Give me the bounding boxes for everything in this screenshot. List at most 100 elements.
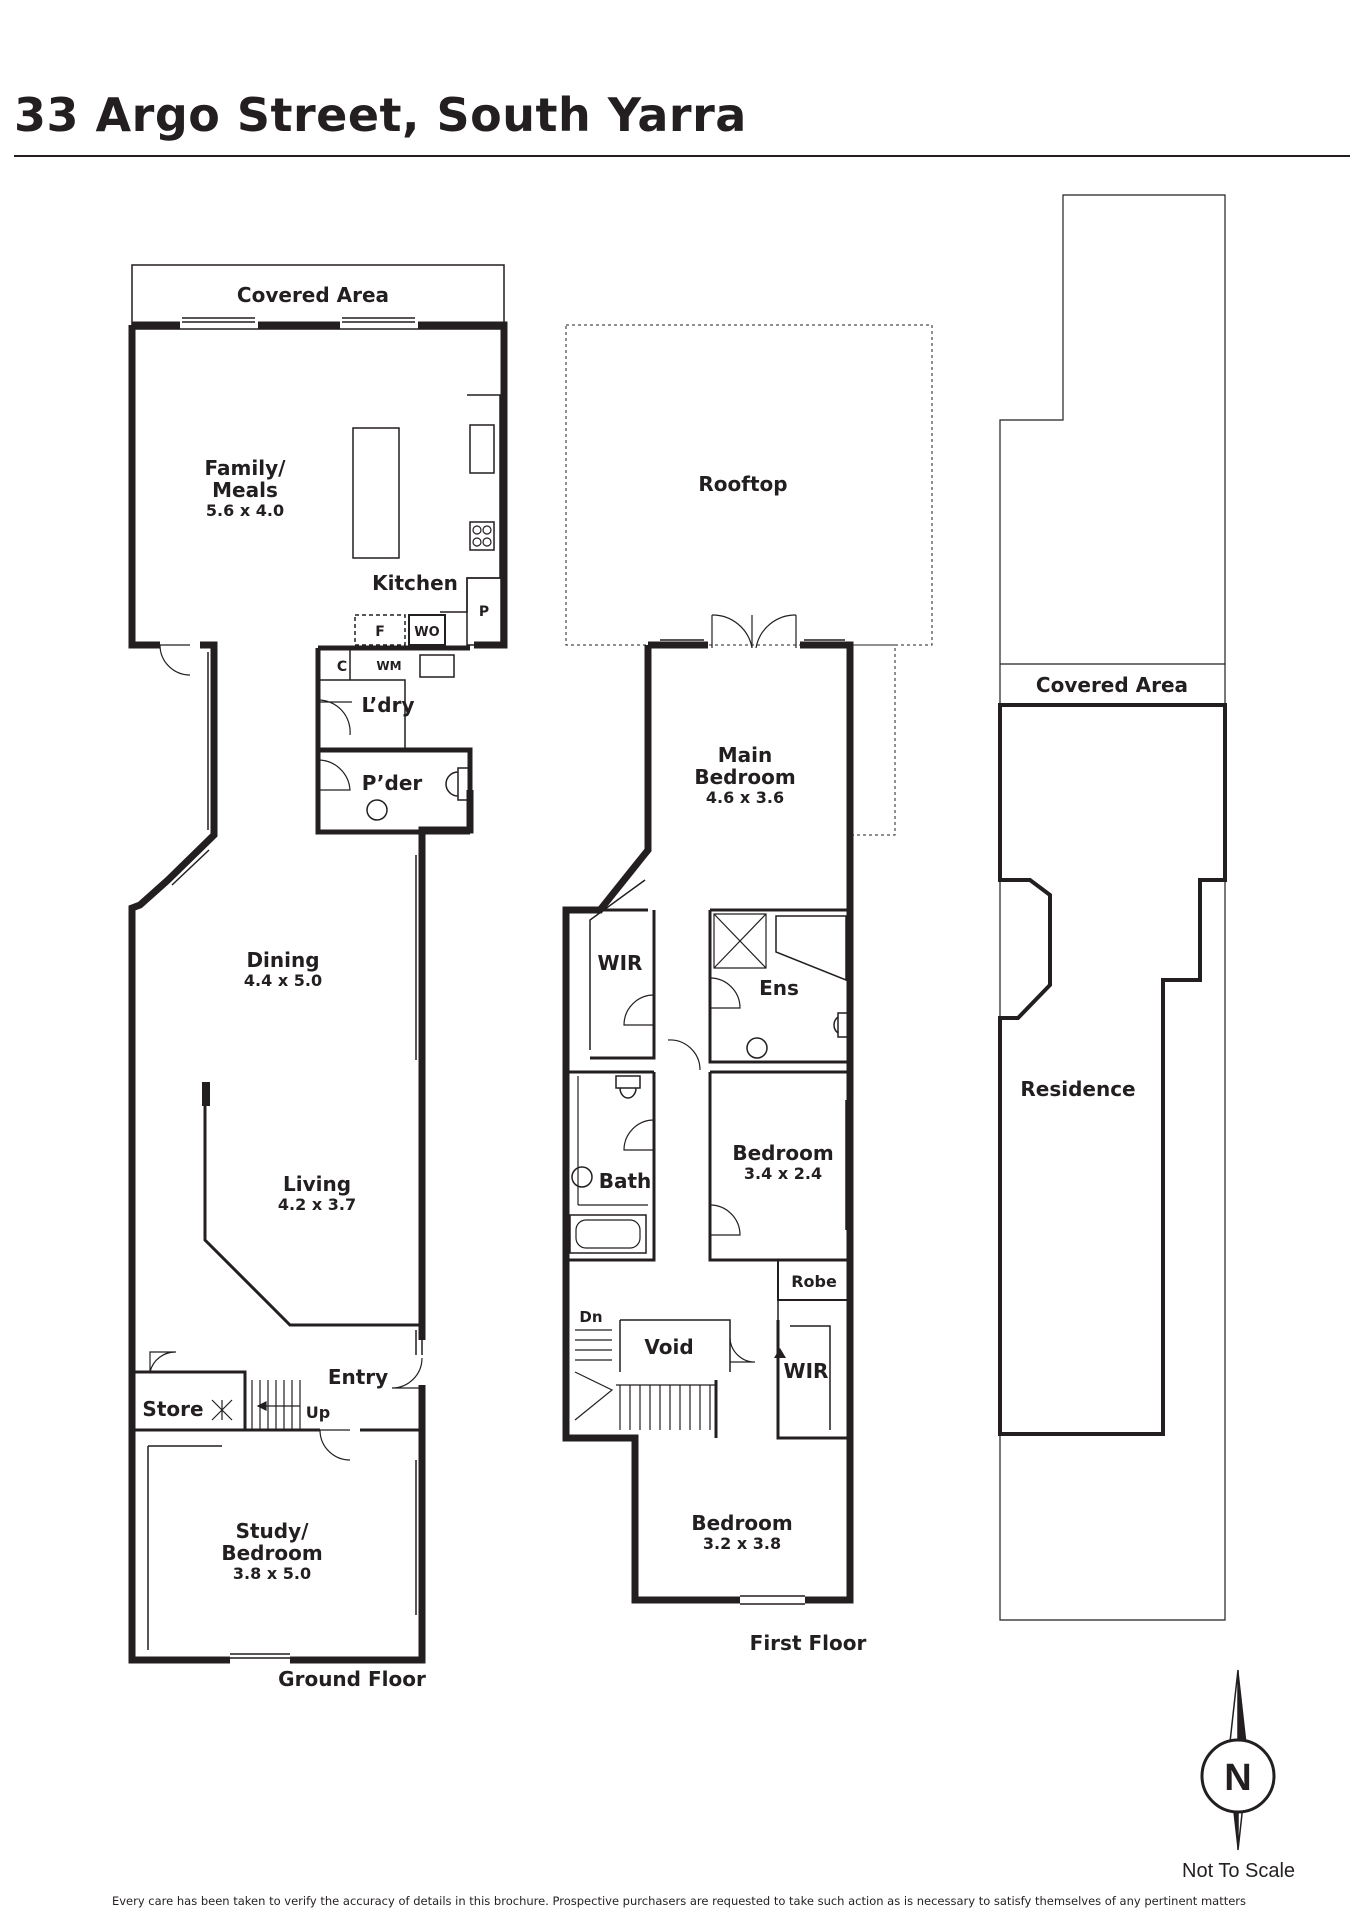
ff-rooftop-label: Rooftop xyxy=(698,472,787,496)
gf-wall-east xyxy=(418,790,474,1340)
first-floor-plan xyxy=(562,324,933,1605)
ff-wir2-label: WIR xyxy=(784,1359,829,1383)
ff-rooftop-outline xyxy=(565,324,933,646)
gf-window-south xyxy=(230,1653,290,1659)
gf-store-label: Store xyxy=(142,1397,203,1421)
ff-main-bed-label-2: Bedroom xyxy=(694,765,795,789)
site-covered-area-label: Covered Area xyxy=(1036,673,1188,697)
gf-powder-outline xyxy=(315,750,470,835)
gf-study-size: 3.8 x 5.0 xyxy=(233,1564,311,1583)
gf-window-bay xyxy=(167,844,210,886)
site-residence-label: Residence xyxy=(1020,1077,1135,1101)
gf-living-size: 4.2 x 3.7 xyxy=(278,1195,356,1214)
gf-floor-label: Ground Floor xyxy=(278,1667,426,1691)
not-to-scale-note: Not To Scale xyxy=(1182,1860,1296,1882)
gf-store-door xyxy=(149,1351,177,1373)
gf-store-hatch xyxy=(211,1399,233,1421)
gf-entry-label: Entry xyxy=(328,1365,388,1389)
ff-wir2-wall xyxy=(776,1320,850,1440)
gf-wall-west-lower xyxy=(128,641,426,1664)
compass-north-letter: N xyxy=(1224,1757,1251,1799)
ff-ens-door xyxy=(709,977,741,1009)
gf-entry-door xyxy=(391,1357,423,1389)
ff-ens-bath xyxy=(775,915,847,982)
title-rule xyxy=(14,155,1350,157)
ff-void-label: Void xyxy=(644,1335,693,1359)
ff-wir1-wall xyxy=(566,908,656,1060)
gf-wall-north xyxy=(132,321,508,649)
gf-wall-oven-label: WO xyxy=(414,625,439,640)
gf-pantry-outline xyxy=(466,577,502,646)
ff-floor-label: First Floor xyxy=(750,1631,867,1655)
gf-laundry-tub xyxy=(419,654,455,678)
ff-bedroom2-size: 3.4 x 2.4 xyxy=(744,1164,822,1183)
gf-cooktop xyxy=(469,521,495,551)
gf-laundry-label: L’dry xyxy=(362,693,415,717)
gf-fridge-label: F xyxy=(375,624,385,640)
gf-powder-toilet xyxy=(445,767,471,801)
gf-powder-label: P’der xyxy=(362,771,423,795)
gf-powder-basin xyxy=(366,799,388,821)
ff-robe-label: Robe xyxy=(791,1272,837,1291)
ff-main-bed-size: 4.6 x 3.6 xyxy=(706,788,784,807)
gf-family-label-2: Meals xyxy=(212,478,278,502)
ff-bedroom2-wall xyxy=(708,1070,850,1262)
gf-window-north xyxy=(182,317,415,323)
ff-bedroom3-size: 3.2 x 3.8 xyxy=(703,1534,781,1553)
ff-wir1-door xyxy=(623,994,655,1026)
site-residence-outline xyxy=(998,703,1227,1436)
ff-stairs xyxy=(574,1329,716,1430)
ff-void-wall xyxy=(620,1319,731,1372)
ff-bedroom2-label: Bedroom xyxy=(732,1141,833,1165)
ground-floor-plan xyxy=(128,264,508,1664)
gf-study-door xyxy=(319,1429,351,1461)
gf-kitchen-island xyxy=(352,427,400,559)
gf-sink xyxy=(469,424,495,474)
gf-study-label-1: Study/ xyxy=(236,1519,310,1543)
ff-bath-wall xyxy=(566,1070,656,1262)
gf-powder-door xyxy=(317,759,351,791)
gf-covered-area-label: Covered Area xyxy=(237,283,389,307)
gf-dining-size: 4.4 x 5.0 xyxy=(244,971,322,990)
ff-bathtub xyxy=(569,1214,647,1254)
gf-stairs xyxy=(251,1380,301,1430)
gf-laundry-bench xyxy=(318,679,406,750)
gf-laundry-door xyxy=(317,699,352,736)
gf-wall-west-upper xyxy=(128,325,160,649)
ff-window-south xyxy=(740,1595,805,1605)
page-title: 33 Argo Street, South Yarra xyxy=(14,88,747,142)
gf-pantry-label: P xyxy=(479,604,489,620)
gf-stairs-up-label: Up xyxy=(306,1403,330,1422)
ff-ensuite-label: Ens xyxy=(759,976,799,1000)
gf-dining-label: Dining xyxy=(246,948,319,972)
ff-ensuite-wall xyxy=(708,908,850,1064)
gf-study-label-2: Bedroom xyxy=(221,1541,322,1565)
gf-cupboard-label: C xyxy=(337,659,347,675)
gf-store-wall xyxy=(132,1370,247,1430)
gf-living-wall xyxy=(203,1085,422,1327)
ff-stairs-down-label: Dn xyxy=(579,1308,602,1326)
gf-living-label: Living xyxy=(283,1172,351,1196)
gf-family-door xyxy=(159,644,191,676)
gf-covered-area-outline xyxy=(131,264,505,330)
ff-main-bed-label-1: Main xyxy=(718,743,773,767)
gf-fridge-outline xyxy=(354,614,406,646)
disclaimer-text: Every care has been taken to verify the … xyxy=(111,1894,1247,1908)
ff-shower xyxy=(713,913,767,969)
gf-family-label-1: Family/ xyxy=(205,456,287,480)
ff-french-doors xyxy=(711,614,797,649)
gf-kitchen-label: Kitchen xyxy=(372,571,458,595)
ff-wir1-label: WIR xyxy=(598,951,643,975)
site-boundary xyxy=(999,194,1226,1621)
gf-wall-oven-outline xyxy=(408,614,446,646)
ff-bedroom3-label: Bedroom xyxy=(691,1511,792,1535)
site-plan xyxy=(998,194,1227,1621)
ff-bath-label: Bath xyxy=(599,1169,652,1193)
gf-window-west xyxy=(207,652,215,830)
gf-study-wardrobe xyxy=(147,1445,222,1650)
compass-rose xyxy=(1200,1669,1276,1851)
gf-window-east xyxy=(415,855,423,1060)
gf-family-size: 5.6 x 4.0 xyxy=(206,501,284,520)
gf-wm-label: WM xyxy=(376,659,401,673)
